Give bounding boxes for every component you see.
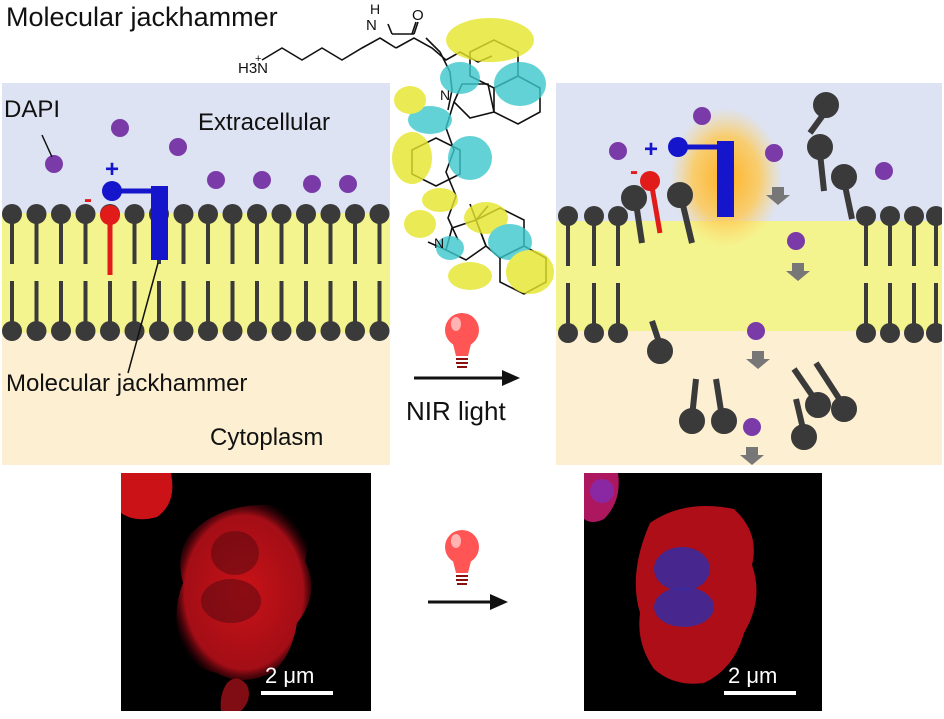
lipid-head — [75, 204, 96, 224]
lipid-head — [369, 321, 390, 341]
lipid-head — [271, 204, 292, 224]
lipid-head — [149, 321, 169, 341]
amide-h: H — [370, 1, 380, 17]
lipid-head — [198, 321, 218, 341]
lipid-head — [320, 321, 341, 341]
lipid-head — [856, 323, 876, 343]
scale-bar-left: 2 μm — [265, 663, 314, 688]
lipid-head — [198, 204, 218, 224]
lipid-head — [880, 323, 900, 343]
nir-transition-top — [414, 313, 520, 386]
lipid-head — [369, 204, 390, 224]
amide-o: O — [412, 7, 424, 24]
lipid-head — [124, 204, 145, 224]
plus-sign-right: + — [644, 136, 658, 163]
scale-bar-right: 2 μm — [728, 663, 777, 688]
lipid-head — [124, 321, 145, 341]
lipid-head — [345, 321, 365, 341]
figure-title: Molecular jackhammer — [6, 2, 278, 32]
arrow-icon — [414, 370, 520, 386]
svg-text:+: + — [255, 53, 261, 65]
plus-sign-left: + — [105, 156, 119, 183]
membrane-before: + - — [2, 83, 390, 465]
lipid-head — [26, 321, 47, 341]
lipid-head — [247, 321, 267, 341]
arrow-icon — [428, 594, 508, 610]
lipid-head — [926, 323, 942, 343]
lipid-head — [558, 323, 578, 343]
lipid-head — [926, 206, 942, 226]
label-molecular-jackhammer: Molecular jackhammer — [6, 370, 248, 397]
label-extracellular: Extracellular — [198, 109, 331, 136]
label-nir-light: NIR light — [406, 396, 506, 426]
n-plus-label: N — [440, 87, 450, 103]
amide-n: N — [366, 17, 377, 34]
micrograph-after: 2 μm — [584, 473, 822, 711]
lipid-head — [75, 321, 96, 341]
lipid-head — [2, 204, 22, 224]
minus-sign-left: - — [84, 186, 92, 213]
lipid-head — [296, 321, 316, 341]
lipid-head — [51, 204, 71, 224]
chemical-structure: H3N + H N O N N — [238, 1, 554, 295]
label-cytoplasm: Cytoplasm — [210, 424, 324, 451]
lipid-head — [100, 321, 120, 341]
lipid-head — [584, 206, 604, 226]
lipid-head — [558, 206, 578, 226]
label-dapi: DAPI — [4, 96, 61, 123]
amine-label: H3N — [238, 60, 268, 77]
bulb-icon — [445, 530, 479, 585]
minus-sign-right: - — [630, 158, 638, 185]
nir-transition-bottom — [428, 530, 508, 610]
lipid-head — [26, 204, 47, 224]
lipid-head — [345, 204, 365, 224]
lipid-head — [2, 321, 22, 341]
lipid-head — [856, 206, 876, 226]
bulb-icon — [445, 313, 479, 368]
membrane-after: + - — [556, 83, 942, 465]
lipid-head — [608, 206, 628, 226]
lipid-head — [247, 204, 267, 224]
lipid-head — [51, 321, 71, 341]
n-lower-label: N — [434, 235, 444, 251]
lipid-head — [904, 206, 924, 226]
lipid-head — [904, 323, 924, 343]
lipid-head — [880, 206, 900, 226]
lipid-head — [584, 323, 604, 343]
micrograph-before: 2 μm — [121, 473, 371, 711]
lipid-head — [320, 204, 341, 224]
lipid-head — [296, 204, 316, 224]
lipid-head — [173, 321, 194, 341]
lipid-head — [608, 323, 628, 343]
lipid-head — [222, 204, 243, 224]
lipid-head — [271, 321, 292, 341]
lipid-head — [173, 204, 194, 224]
lipid-head — [222, 321, 243, 341]
